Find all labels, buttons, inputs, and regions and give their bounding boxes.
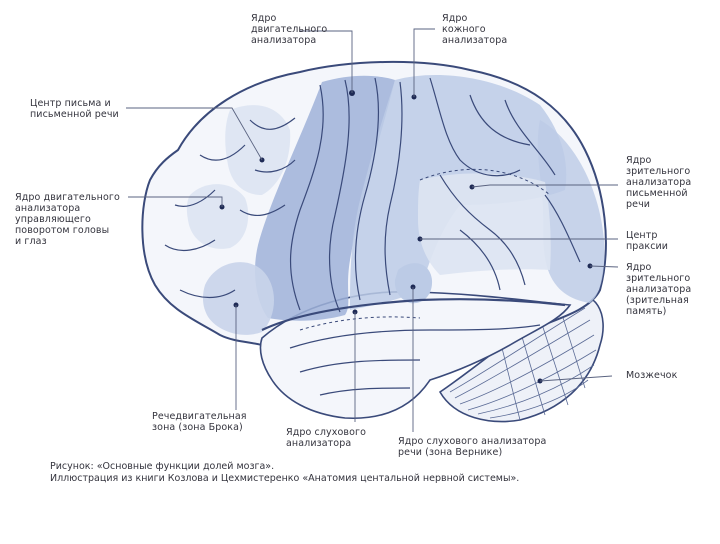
label-auditory-nucleus: Ядро слухового анализатора — [286, 427, 366, 449]
parietal-zone — [418, 173, 551, 275]
writing-zone — [225, 105, 291, 195]
label-head-eye-motor: Ядро двигательного анализатора управляющ… — [15, 192, 120, 247]
occipital-zone — [537, 120, 605, 303]
label-wernicke: Ядро слухового анализатора речи (зона Ве… — [398, 436, 547, 458]
figure-caption: Рисунок: «Основные функции долей мозга».… — [50, 461, 520, 484]
auditory-boundary — [299, 316, 421, 331]
gyri — [164, 77, 581, 396]
broca-zone — [202, 262, 274, 335]
leader-lines — [126, 28, 619, 432]
cerebellum-folia — [449, 307, 597, 421]
parietal-boundary — [419, 168, 551, 196]
lateral-sulcus — [261, 298, 566, 331]
label-visual-memory: Ядро зрительного анализатора (зрительная… — [626, 262, 692, 317]
label-praxis-center: Центр праксии — [626, 230, 669, 252]
label-writing-center: Центр письма и письменной речи — [30, 98, 119, 120]
label-motor-nucleus: Ядро двигательного анализатора — [251, 13, 328, 46]
label-visual-written: Ядро зрительного анализатора письменной … — [626, 155, 692, 210]
label-skin-nucleus: Ядро кожного анализатора — [442, 13, 508, 46]
wernicke-zone — [394, 263, 433, 304]
label-cerebellum: Мозжечок — [626, 370, 678, 381]
label-broca: Речедвигательная зона (зона Брока) — [152, 411, 247, 433]
